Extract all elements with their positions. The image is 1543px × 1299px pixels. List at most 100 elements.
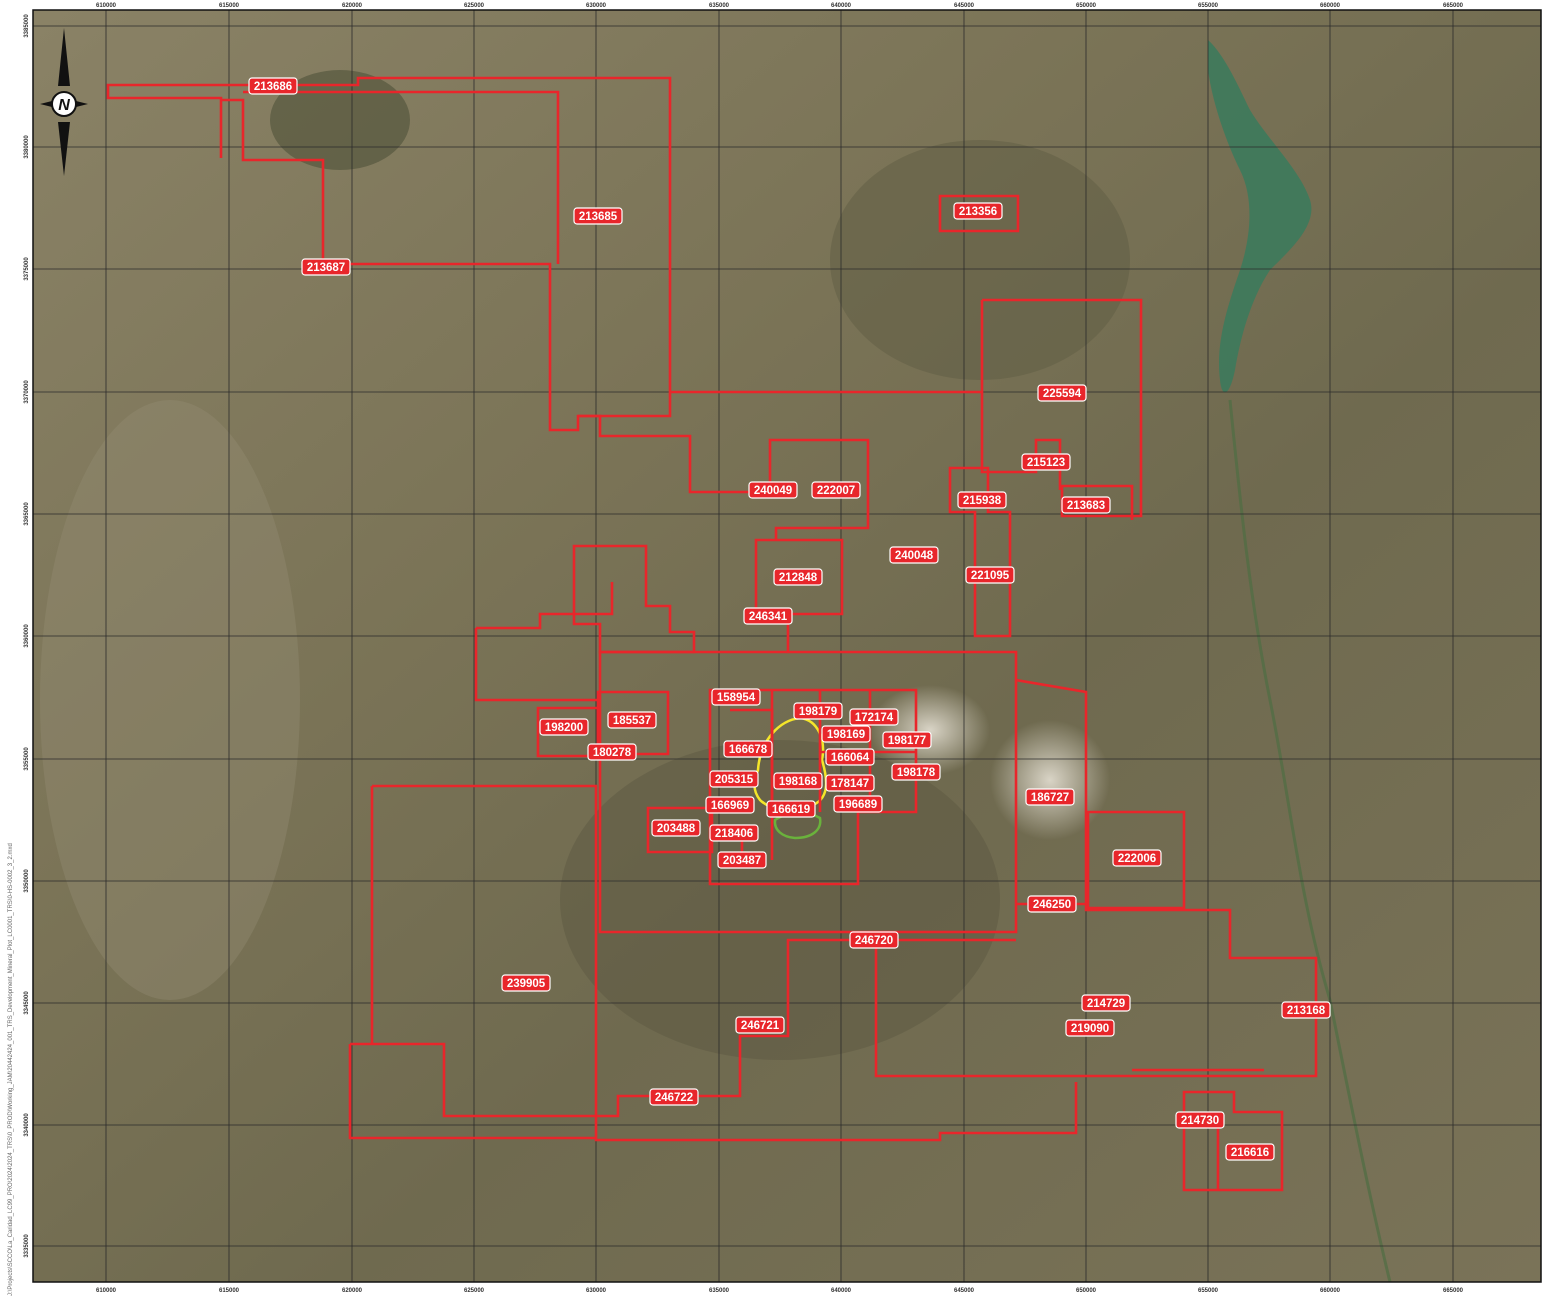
claim-label: 203488 [651,819,701,837]
claim-label-badge [773,568,823,586]
claim-id: 240048 [895,550,934,562]
claim-label-badge [607,711,657,729]
claim-id: 198200 [545,722,583,734]
claim-label: 214729 [1081,994,1131,1012]
claim-label: 186727 [1025,788,1075,806]
claim-label: 240048 [889,546,939,564]
claim-id: 214729 [1087,998,1125,1010]
reservoir [1208,40,1312,393]
claim-label-badge [717,851,767,869]
easting-tick-label: 620000 [342,1288,363,1294]
easting-tick-label: 660000 [1320,1288,1341,1294]
easting-tick-label: 630000 [586,1288,607,1294]
claim-label: 219090 [1065,1019,1115,1037]
claim-label-badge [539,718,589,736]
easting-tick-label: 665000 [1443,3,1464,9]
claim-id: 196689 [839,799,877,811]
claim-label: 240049 [748,481,798,499]
claim-id: 166678 [729,744,768,756]
map-neatline [32,9,1542,1283]
claim-id: 246721 [741,1020,780,1032]
easting-tick-label: 665000 [1443,1288,1464,1294]
north-arrow: N [40,28,88,176]
easting-tick-label: 645000 [954,3,975,9]
claim-label-badge [1037,384,1087,402]
claim-id: 246722 [655,1092,693,1104]
claim-id: 246341 [749,611,788,623]
claim-label: 214730 [1175,1111,1225,1129]
easting-tick-label: 660000 [1320,3,1341,9]
claim-id: 218406 [715,828,753,840]
claim-label: 222007 [811,481,861,499]
claim-id: 166064 [831,752,870,764]
claim-id: 213686 [254,81,292,93]
claim-id: 203488 [657,823,696,835]
claim-label: 246720 [849,931,899,949]
easting-tick-label: 625000 [464,1288,485,1294]
claim-label-badge [821,725,871,743]
claim-label-badge [723,740,773,758]
claim-label: 215123 [1021,453,1071,471]
claim-id: 221095 [971,570,1010,582]
claim-label: 205315 [709,770,759,788]
claim-label-badge [889,546,939,564]
easting-tick-label: 630000 [586,3,607,9]
claim-label-badge [882,731,932,749]
north-arrow-label: N [58,97,70,114]
claim-id: 205315 [715,774,754,786]
claim-label-badge [501,974,551,992]
northing-tick-label: 3380000 [24,135,30,159]
claim-label: 166969 [705,796,755,814]
northing-tick-label: 3345000 [24,991,30,1015]
claim-label: 212848 [773,568,823,586]
claim-id: 225594 [1043,388,1082,400]
claim-label: 225594 [1037,384,1087,402]
claim-id: 240049 [754,485,792,497]
claim-label: 203487 [717,851,767,869]
claim-label-badge [825,774,875,792]
claim-id: 198169 [827,729,865,741]
northing-tick-label: 3375000 [24,257,30,281]
claim-id: 178147 [831,778,869,790]
claim-id: 213683 [1067,500,1105,512]
easting-tick-label: 640000 [831,1288,852,1294]
easting-tick-label: 645000 [954,1288,975,1294]
claim-id: 213168 [1287,1005,1326,1017]
claim-id: 180278 [593,747,632,759]
claim-id: 198179 [799,706,837,718]
claim-id: 219090 [1071,1023,1109,1035]
claim-label: 166064 [825,748,875,766]
easting-tick-label: 625000 [464,3,485,9]
claim-id: 203487 [723,855,761,867]
easting-tick-label: 650000 [1076,3,1097,9]
easting-tick-label: 620000 [342,3,363,9]
claim-id: 166619 [772,804,810,816]
claim-label-badge [1281,1001,1331,1019]
claim-label-badge [651,819,701,837]
claim-label: 239905 [501,974,551,992]
northing-tick-label: 3370000 [24,380,30,404]
claim-label: 180278 [587,743,637,761]
northing-tick-label: 3350000 [24,869,30,893]
claim-label-badge [849,931,899,949]
claim-id: 198178 [897,767,936,779]
easting-tick-label: 635000 [709,1288,730,1294]
claim-id: 246250 [1033,899,1071,911]
claim-label: 213686 [248,77,298,95]
northing-tick-label: 3360000 [24,624,30,648]
claim-id: 213687 [307,262,345,274]
claim-label: 185537 [607,711,657,729]
claim-id: 239905 [507,978,546,990]
claim-label-badge [833,795,883,813]
claim-label: 213356 [953,202,1003,220]
claim-label-badge [825,748,875,766]
easting-tick-label: 650000 [1076,1288,1097,1294]
document-path-note: J:\Projects\SCCO\La_Caridad_LC99_PRO\202… [8,843,14,1296]
claim-labels: 2136862136852136872133562255942151232159… [248,77,1331,1161]
claim-label-badge [301,258,351,276]
northing-tick-label: 3365000 [24,502,30,526]
claim-id: 216616 [1231,1147,1269,1159]
northing-tick-label: 3355000 [24,747,30,771]
claim-label: 198178 [891,763,941,781]
